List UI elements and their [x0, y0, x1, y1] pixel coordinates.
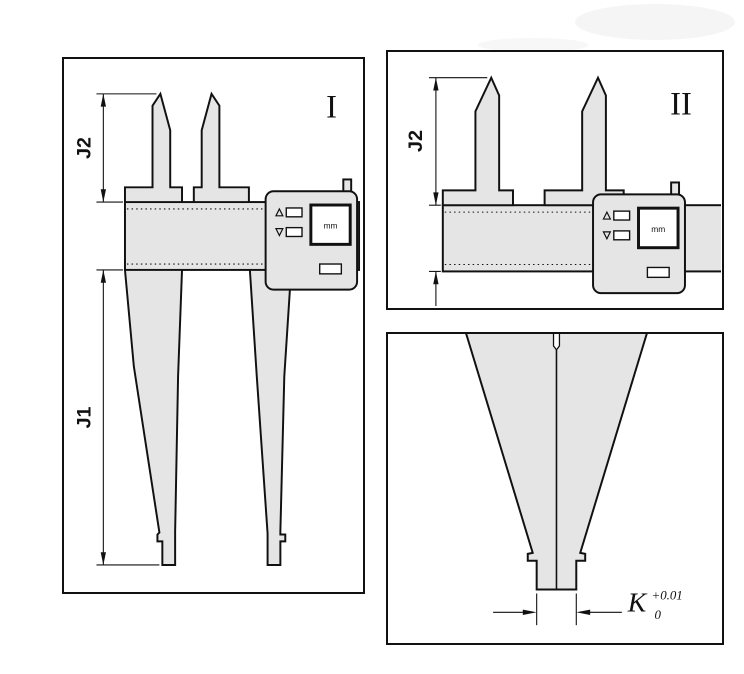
lcd-screen [637, 206, 680, 250]
arrowhead-up [433, 77, 439, 91]
upper-jaw-left [441, 75, 514, 207]
panel-style-1: mm J2 J1 I [62, 57, 365, 594]
dimension-label-j2: J2 [74, 137, 96, 159]
button-down[interactable] [613, 230, 631, 241]
scan-smudge [478, 38, 588, 52]
upper-jaw-right [192, 91, 250, 204]
arrowhead-up [100, 93, 106, 107]
button-up[interactable] [285, 207, 303, 218]
jaw-top-slit [552, 334, 561, 351]
lower-jaw-right [248, 268, 293, 566]
caliper-drawing-style-1: mm J2 J1 I [74, 89, 361, 566]
origin-button[interactable] [319, 263, 343, 275]
arrowhead-left [576, 609, 591, 615]
caliper-drawing-style-2: mm J2 II [405, 75, 721, 307]
triangle-up-icon [602, 210, 612, 220]
tolerance-lower: 0 [655, 608, 662, 622]
upper-jaw-left [123, 91, 184, 204]
arrowhead-up [100, 269, 106, 283]
triangle-up-icon [274, 207, 284, 217]
arrowhead-down [433, 192, 439, 206]
jaw-tip-detail-drawing: K +0.01 0 [465, 334, 683, 626]
triangle-down-icon [274, 228, 284, 237]
dimension-label-j2: J2 [405, 130, 427, 152]
unit-readout: mm [324, 221, 338, 231]
dimension-label-k: K [627, 586, 648, 617]
panel-numeral-2: II [670, 86, 692, 122]
dimension-label-j1: J1 [74, 406, 96, 428]
triangle-down-icon [602, 231, 612, 241]
lower-jaw-left [123, 268, 184, 566]
arrowhead-down [100, 552, 106, 565]
button-down[interactable] [285, 226, 303, 238]
upper-jaw-right [543, 75, 625, 207]
panel-jaw-tip-detail: K +0.01 0 [386, 332, 724, 645]
lcd-screen [309, 203, 352, 246]
arrowhead-down [100, 189, 106, 203]
arrowhead-up [433, 271, 439, 285]
button-up[interactable] [613, 210, 631, 221]
panel-numeral-1: I [326, 89, 337, 125]
origin-button[interactable] [646, 266, 670, 279]
panel-style-2: mm J2 II [386, 50, 724, 310]
tolerance-upper: +0.01 [652, 588, 683, 602]
unit-readout: mm [651, 224, 665, 234]
arrowhead-right [522, 609, 537, 615]
scan-smudge [575, 4, 735, 40]
